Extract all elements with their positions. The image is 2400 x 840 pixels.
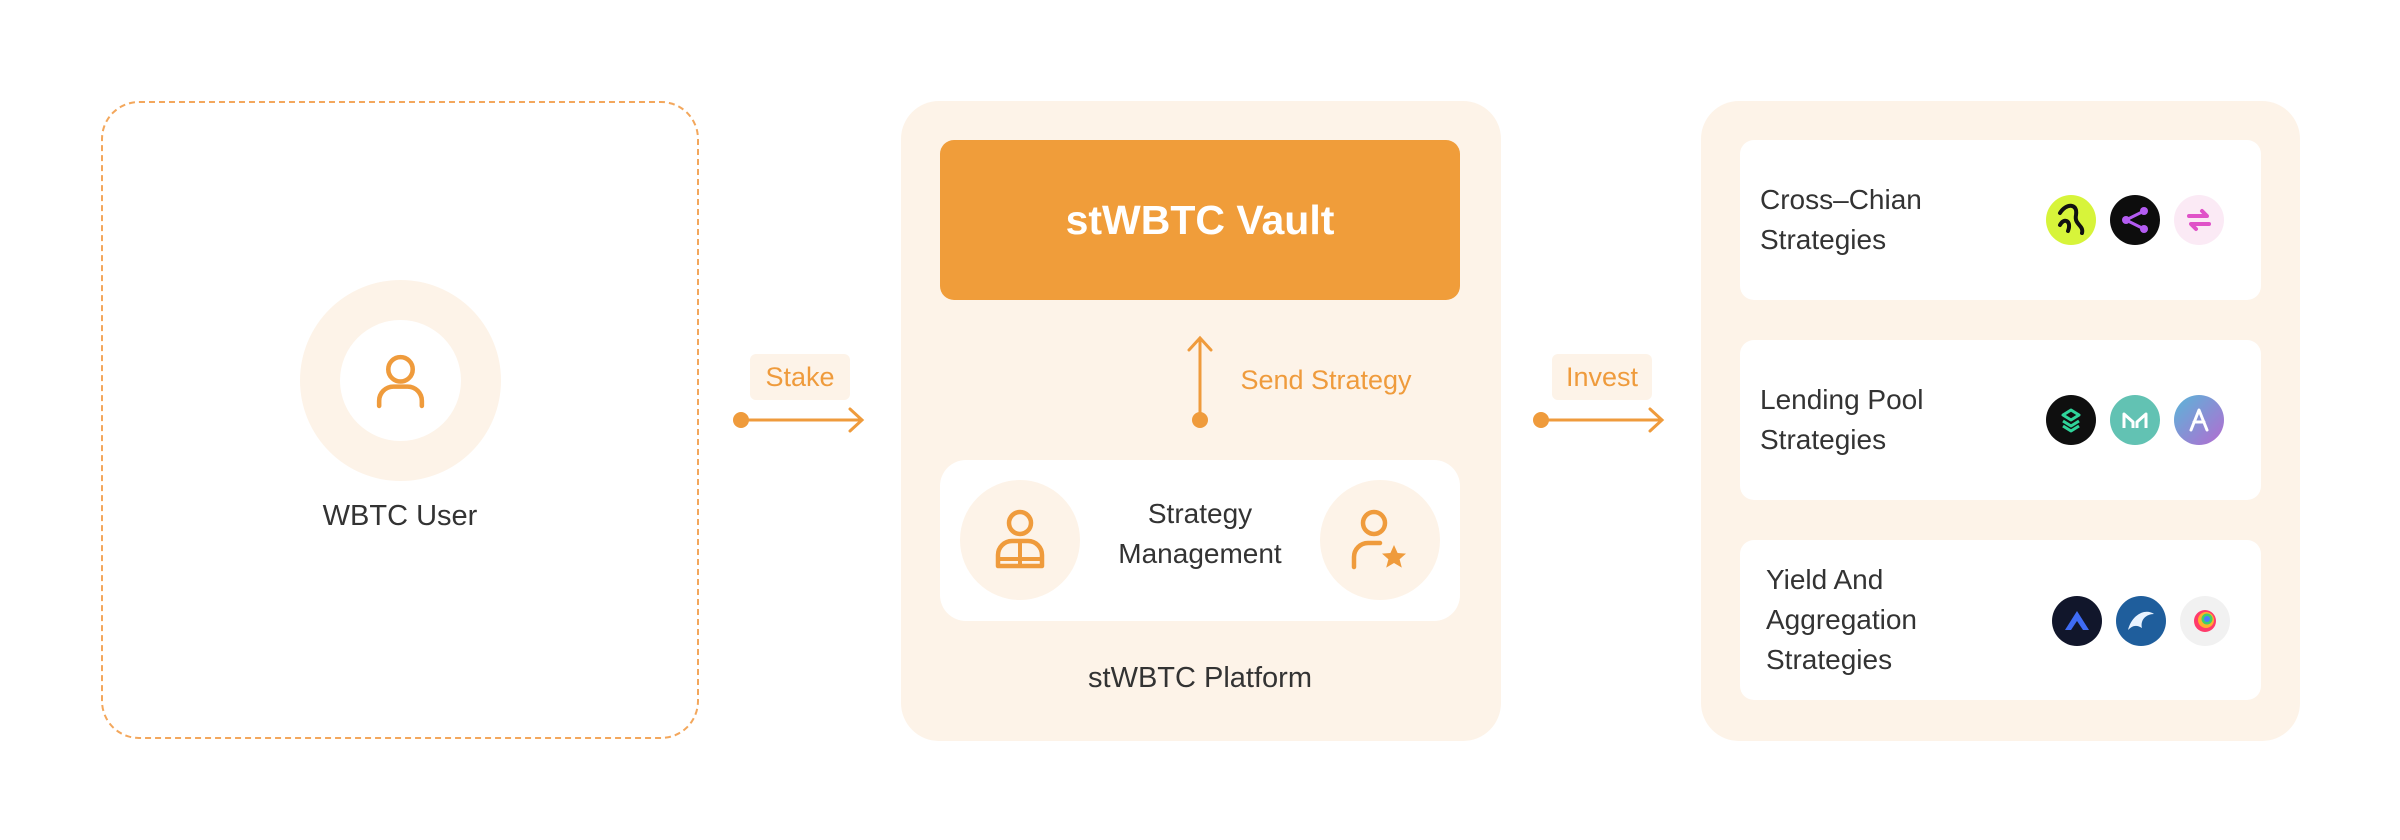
strategy-management-line-1: Strategy xyxy=(1147,498,1253,529)
strategist-star-icon xyxy=(1351,509,1406,570)
vault-title: stWBTC Vault xyxy=(1065,196,1335,243)
yield-aggregation-line-1: Yield And xyxy=(1766,564,1884,595)
strategist-avatar xyxy=(1320,480,1440,600)
cross-chain-line-2: Strategies xyxy=(1760,224,1887,255)
invest-arrow xyxy=(1533,407,1665,433)
lending-pool-strategies-label: Lending Pool Strategies xyxy=(1760,380,1923,460)
manager-avatar xyxy=(960,480,1080,600)
protocol-logo-swap-icon xyxy=(2174,195,2224,245)
stake-label: Stake xyxy=(750,354,850,400)
yield-aggregation-line-3: Strategies xyxy=(1766,644,1893,675)
protocol-logo-rainbow-icon xyxy=(2180,596,2230,646)
lending-pool-line-1: Lending Pool xyxy=(1760,384,1924,415)
send-strategy-arrow xyxy=(1187,335,1213,428)
user-label: WBTC User xyxy=(322,500,478,532)
user-icon xyxy=(376,354,425,409)
protocol-logo-share-icon xyxy=(2110,195,2160,245)
cross-chain-strategies-label: Cross–Chian Strategies xyxy=(1760,180,1922,260)
protocol-logo-aave-icon xyxy=(2174,395,2224,445)
protocol-logo-yellow-icon xyxy=(2046,195,2096,245)
protocol-logo-triangle-icon xyxy=(2052,596,2102,646)
platform-label: stWBTC Platform xyxy=(1088,662,1312,694)
strategy-management-line-2: Management xyxy=(1118,538,1282,569)
protocol-logo-compound-icon xyxy=(2046,395,2096,445)
lending-pool-line-2: Strategies xyxy=(1760,424,1887,455)
user-panel xyxy=(101,101,699,739)
cross-chain-line-1: Cross–Chian xyxy=(1760,184,1922,215)
manager-icon xyxy=(995,509,1045,569)
protocol-logo-maker-icon xyxy=(2110,395,2160,445)
stake-arrow xyxy=(733,407,865,433)
strategy-management-label: Strategy Management xyxy=(1080,494,1320,574)
vault-box: stWBTC Vault xyxy=(940,140,1460,300)
yield-aggregation-strategies-card xyxy=(1740,540,2261,700)
yield-aggregation-line-2: Aggregation xyxy=(1766,604,1918,635)
send-strategy-label: Send Strategy xyxy=(1220,357,1432,403)
yield-aggregation-strategies-label: Yield And Aggregation Strategies xyxy=(1766,560,1917,680)
protocol-logo-wave-icon xyxy=(2116,596,2166,646)
invest-label: Invest xyxy=(1552,354,1652,400)
